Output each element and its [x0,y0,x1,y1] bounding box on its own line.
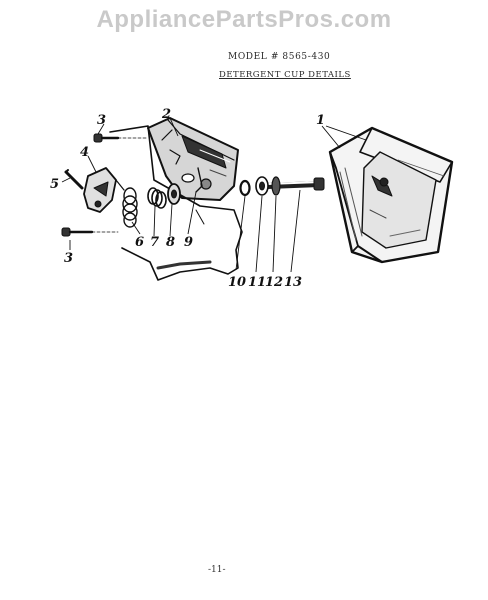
callout-5: 5 [50,177,59,192]
callout-12: 12 [265,275,283,290]
shaft-assembly [239,176,325,197]
callout-1: 1 [316,113,325,128]
model-number: MODEL # 8565-430 [228,52,331,62]
callout-10: 10 [228,275,246,290]
callout-3-lower: 3 [64,251,73,266]
diagram-title: DETERGENT CUP DETAILS [219,70,351,80]
callout-8: 8 [166,235,175,250]
watermark-logo: AppliancePartsPros.com [96,6,392,33]
screw-upper [93,133,147,143]
callout-13: 13 [284,275,302,290]
pin [64,169,84,190]
leader-lines [61,117,367,273]
page-number: -11- [208,565,226,575]
callout-9: 9 [184,235,193,250]
callout-6: 6 [135,235,144,250]
spring-and-spacers [122,167,203,228]
callout-2: 2 [161,107,171,122]
callout-7: 7 [150,235,159,250]
callout-3-upper: 3 [97,113,106,128]
detergent-cup-housing [328,126,454,264]
callout-4: 4 [80,145,89,160]
screw-lower [61,227,119,237]
latch-cam [83,167,125,213]
cup-body-bracket [147,117,239,201]
callout-11: 11 [248,275,266,290]
